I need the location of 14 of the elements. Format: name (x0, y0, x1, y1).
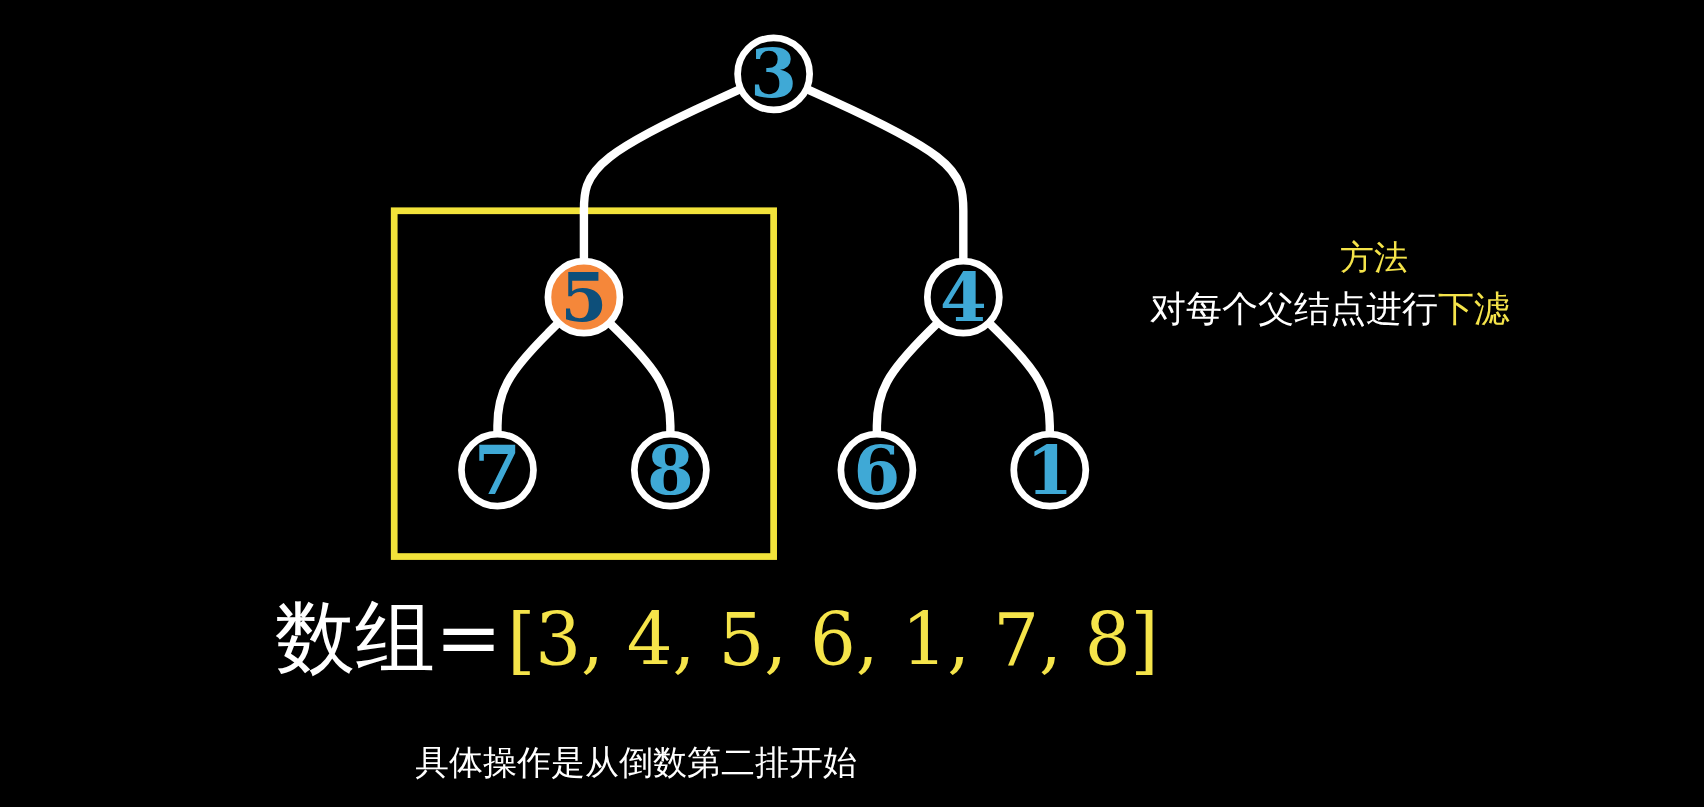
note-highlight: 下滤 (1438, 288, 1510, 329)
array-values: [3, 4, 5, 6, 1, 7, 8] (507, 598, 1159, 682)
node-circle: 3 (734, 34, 813, 114)
node-circle: 7 (458, 430, 537, 510)
caption: 具体操作是从倒数第二排开始 (415, 741, 857, 784)
node-circle: 5 (544, 257, 624, 337)
node-circle: 1 (1010, 430, 1090, 510)
cluster (390, 207, 777, 560)
array-label: 数组= (275, 591, 503, 684)
node-circle: 8 (631, 430, 710, 510)
node-circle: 4 (923, 257, 1003, 337)
note-heading: 方法 (1340, 236, 1408, 279)
note-text: 对每个父结点进行 (1150, 288, 1438, 329)
node-circle: 6 (837, 430, 917, 510)
